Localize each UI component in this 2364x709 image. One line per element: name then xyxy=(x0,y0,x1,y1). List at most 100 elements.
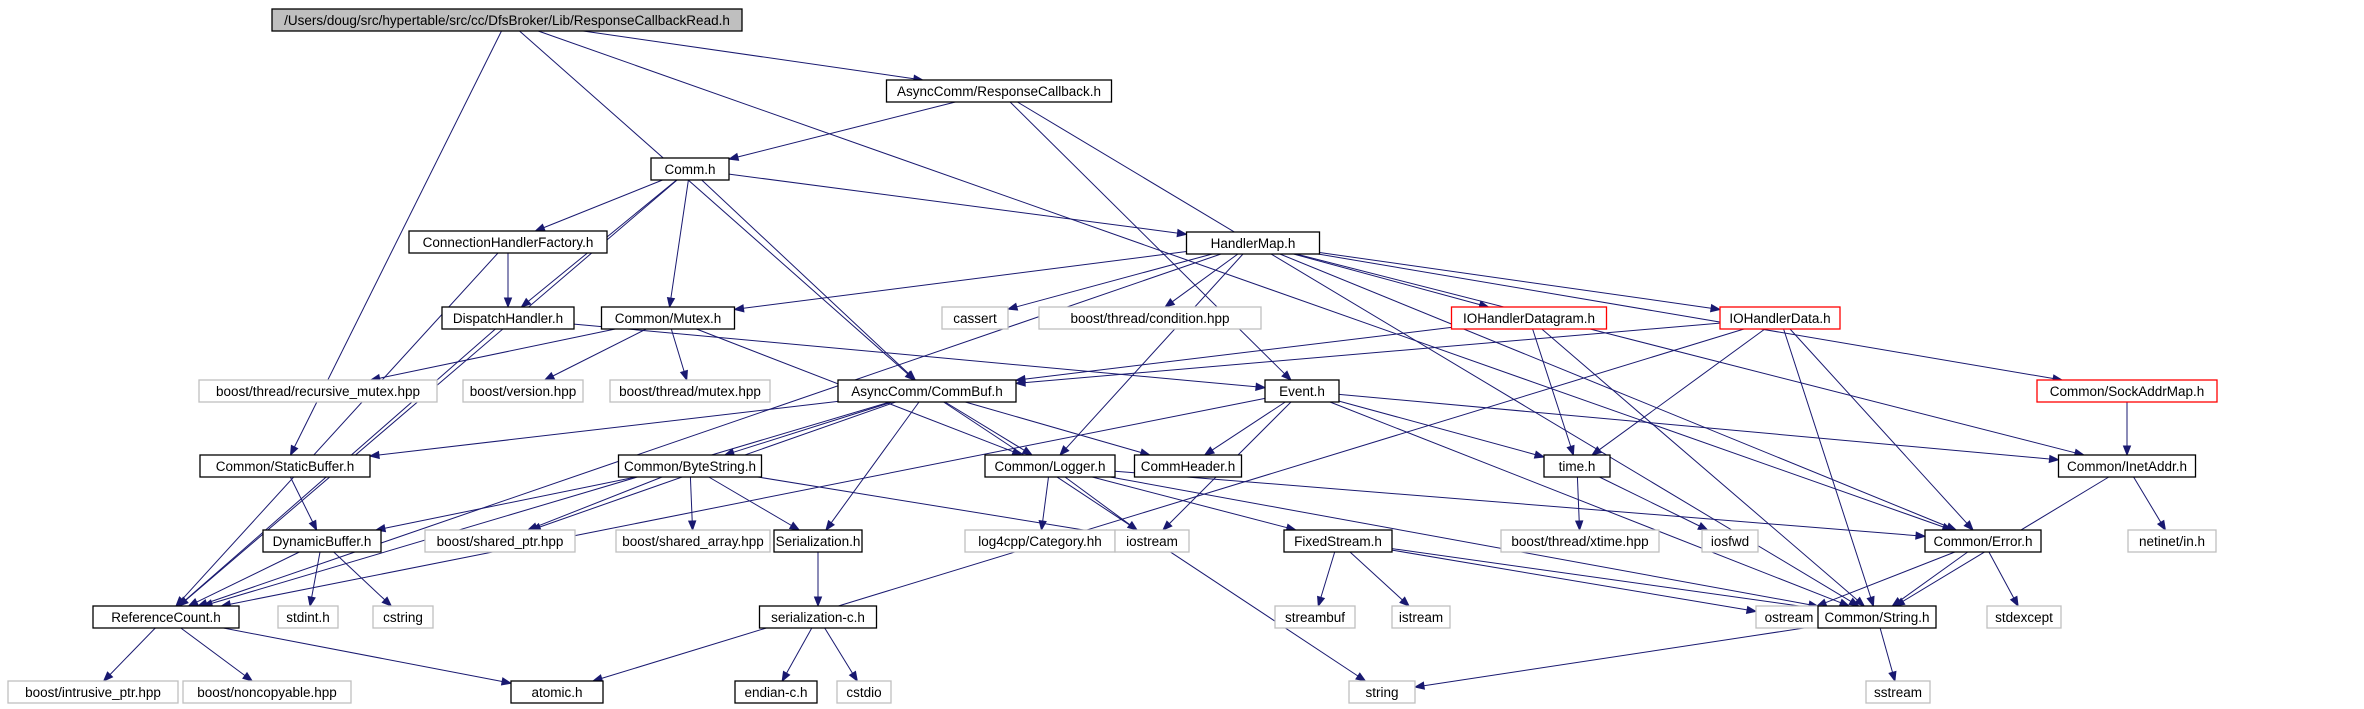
edge-ccb-to-logger xyxy=(944,401,1034,456)
node-sbuf[interactable]: Common/StaticBuffer.h xyxy=(199,454,371,478)
edge-comm-to-hmap xyxy=(728,173,1188,238)
edge-bstr-to-ser xyxy=(708,476,801,531)
node-label: log4cpp/Category.hh xyxy=(978,534,1102,549)
node-label: Common/Mutex.h xyxy=(615,311,722,326)
edge-inet-to-netin xyxy=(2133,476,2167,532)
node-label: DispatchHandler.h xyxy=(453,311,563,326)
node-iostream: iostream xyxy=(1114,529,1190,553)
node-comm[interactable]: Comm.h xyxy=(650,157,730,181)
node-label: CommHeader.h xyxy=(1141,459,1236,474)
edge-iohd-to-cstr xyxy=(1783,328,1875,608)
edge-event-to-chdr xyxy=(1203,401,1286,456)
edge-refc-to-atomic xyxy=(223,627,513,686)
edge-event-to-time xyxy=(1338,400,1546,459)
node-event[interactable]: Event.h xyxy=(1264,379,1340,403)
node-time[interactable]: time.h xyxy=(1543,454,1611,478)
node-root[interactable]: /Users/doug/src/hypertable/src/cc/DfsBro… xyxy=(271,8,743,32)
node-label: sstream xyxy=(1874,685,1922,700)
node-mutex[interactable]: Common/Mutex.h xyxy=(600,306,736,330)
node-label: AsyncComm/ResponseCallback.h xyxy=(897,84,1101,99)
edge-event-to-refc xyxy=(219,397,1266,609)
node-label: ConnectionHandlerFactory.h xyxy=(423,235,594,250)
node-stdint: stdint.h xyxy=(277,605,339,629)
node-label: endian-c.h xyxy=(744,685,807,700)
node-cstring: cstring xyxy=(372,605,434,629)
edge-bstr-to-bsp xyxy=(526,476,663,531)
node-err[interactable]: Common/Error.h xyxy=(1924,529,2042,553)
node-label: netinet/in.h xyxy=(2139,534,2205,549)
edge-serc-to-cstdio xyxy=(824,627,859,683)
edge-time-to-bxt xyxy=(1574,476,1584,532)
node-iohdg[interactable]: IOHandlerDatagram.h xyxy=(1450,306,1608,330)
edge-time-to-iosfwd xyxy=(1599,476,1709,531)
node-label: atomic.h xyxy=(531,685,582,700)
node-label: Event.h xyxy=(1279,384,1325,399)
node-dbuf[interactable]: DynamicBuffer.h xyxy=(262,529,382,553)
node-cstr[interactable]: Common/String.h xyxy=(1817,605,1937,629)
edge-logger-to-iostream xyxy=(1064,476,1139,531)
node-label: iosfwd xyxy=(1711,534,1749,549)
node-serc[interactable]: serialization-c.h xyxy=(758,605,878,629)
edge-chf-to-refc xyxy=(175,252,499,608)
node-label: AsyncComm/CommBuf.h xyxy=(851,384,1003,399)
node-refc[interactable]: ReferenceCount.h xyxy=(92,605,240,629)
node-ser[interactable]: Serialization.h xyxy=(773,529,863,553)
node-atomic[interactable]: atomic.h xyxy=(510,680,604,704)
node-label: boost/shared_ptr.hpp xyxy=(437,534,564,549)
edge-chf-to-dh xyxy=(503,253,513,309)
edge-root-to-rcb xyxy=(583,30,925,83)
node-label: IOHandlerDatagram.h xyxy=(1463,311,1595,326)
node-label: IOHandlerData.h xyxy=(1729,311,1830,326)
node-bstr[interactable]: Common/ByteString.h xyxy=(617,454,763,478)
node-rcb[interactable]: AsyncComm/ResponseCallback.h xyxy=(885,79,1113,103)
edge-event-to-inet xyxy=(1338,393,2060,464)
node-fstream[interactable]: FixedStream.h xyxy=(1283,529,1393,553)
edge-ccb-to-refc xyxy=(201,401,891,608)
node-sam[interactable]: Common/SockAddrMap.h xyxy=(2036,379,2218,403)
node-endianc[interactable]: endian-c.h xyxy=(734,680,818,704)
edge-bstr-to-dbuf xyxy=(374,476,637,533)
node-logger[interactable]: Common/Logger.h xyxy=(984,454,1116,478)
edge-hmap-to-cassert xyxy=(1006,253,1213,311)
edge-hmap-to-logger xyxy=(1059,253,1244,457)
edge-hmap-to-iohd xyxy=(1319,252,1722,313)
node-dh[interactable]: DispatchHandler.h xyxy=(441,306,575,330)
node-label: boost/noncopyable.hpp xyxy=(197,685,337,700)
edge-sbuf-to-dbuf xyxy=(289,476,318,532)
edge-sam-to-inet xyxy=(2122,401,2132,457)
node-label: boost/thread/xtime.hpp xyxy=(1511,534,1648,549)
node-label: Common/String.h xyxy=(1824,610,1929,625)
node-label: Common/Error.h xyxy=(1933,534,2032,549)
node-ostream: ostream xyxy=(1755,605,1823,629)
edge-bstr-to-iostream xyxy=(757,476,1117,538)
node-inet[interactable]: Common/InetAddr.h xyxy=(2057,454,2197,478)
node-chdr[interactable]: CommHeader.h xyxy=(1133,454,1243,478)
edge-fstream-to-streambuf xyxy=(1317,551,1336,608)
node-label: boost/intrusive_ptr.hpp xyxy=(25,685,161,700)
node-ccb[interactable]: AsyncComm/CommBuf.h xyxy=(837,379,1017,403)
edge-ccb-to-sbuf xyxy=(368,400,839,460)
node-netin: netinet/in.h xyxy=(2127,529,2217,553)
edge-ccb-to-chdr xyxy=(965,401,1152,457)
edge-hmap-to-iohdg xyxy=(1293,253,1490,309)
node-label: iostream xyxy=(1126,534,1178,549)
edge-dbuf-to-stdint xyxy=(307,551,321,608)
node-label: boost/version.hpp xyxy=(470,384,577,399)
node-label: time.h xyxy=(1559,459,1596,474)
node-string: string xyxy=(1348,680,1416,704)
node-hmap[interactable]: HandlerMap.h xyxy=(1185,231,1321,255)
edge-event-to-cstr xyxy=(1329,401,1851,607)
node-chf[interactable]: ConnectionHandlerFactory.h xyxy=(408,230,608,254)
node-label: ostream xyxy=(1765,610,1814,625)
edge-err-to-ostream xyxy=(1815,551,1956,607)
edge-dbuf-to-refc xyxy=(187,551,300,607)
node-label: Serialization.h xyxy=(776,534,861,549)
node-label: boost/thread/condition.hpp xyxy=(1070,311,1229,326)
edge-ccb-to-bstr xyxy=(723,401,893,457)
node-iohd[interactable]: IOHandlerData.h xyxy=(1719,306,1841,330)
edge-cstr-to-sstream xyxy=(1879,627,1897,683)
node-label: boost/thread/recursive_mutex.hpp xyxy=(216,384,420,399)
edge-fstream-to-istream xyxy=(1349,551,1411,607)
node-label: DynamicBuffer.h xyxy=(273,534,372,549)
node-label: cassert xyxy=(953,311,997,326)
